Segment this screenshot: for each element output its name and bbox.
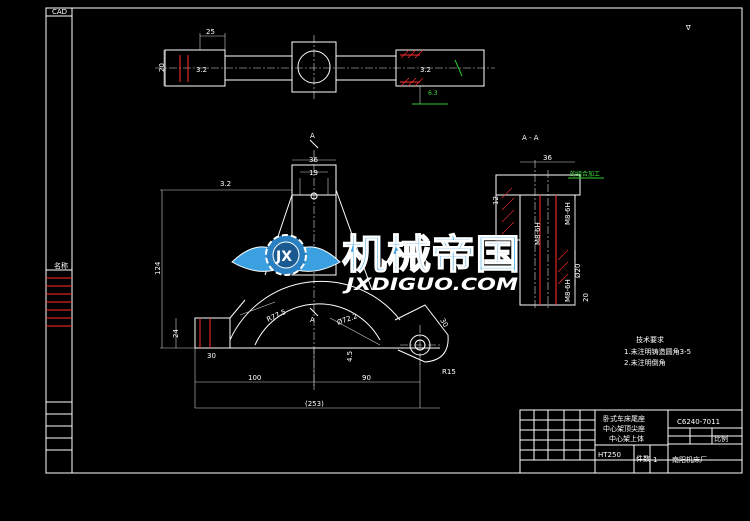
section-mark-top: A: [310, 132, 315, 140]
section-dim-1: 12: [492, 196, 500, 205]
dim-left-boss-width: 30: [207, 352, 216, 360]
left-strip-boxes: [46, 269, 72, 451]
section-dim-5: M8-6H: [564, 279, 572, 302]
material: HT250: [598, 451, 621, 459]
corner-label-box: [45, 7, 73, 17]
corner-label: CAD: [52, 8, 67, 16]
dim-front-top-inner: 19: [309, 169, 318, 177]
logo-letters: JX: [275, 249, 292, 265]
section-dim-3: M8-6H: [534, 222, 542, 245]
section-view-title: A - A: [522, 134, 539, 142]
sheet-label: 比例: [714, 434, 728, 443]
section-view: [495, 160, 604, 310]
watermark-en: JXDIGUO.COM: [342, 275, 518, 295]
section-dim-width: 36: [543, 154, 552, 162]
dim-top-height: 20: [158, 63, 166, 72]
watermark-cn: 机械帝国: [342, 232, 520, 278]
dim-total: (253): [305, 400, 324, 408]
watermark: [231, 234, 341, 276]
dim-left-boss-height: 24: [172, 329, 180, 338]
top-view: [155, 33, 495, 105]
part-name-1: 卧式车床尾座: [603, 414, 645, 423]
company-name: 南阳机床厂: [672, 455, 707, 464]
title-block-lines: [519, 409, 743, 474]
section-dim-2: M8-6H: [564, 202, 572, 225]
dim-bottom-right: 90: [362, 374, 371, 382]
notes-title: 技术要求: [636, 335, 664, 344]
quantity: 1: [653, 456, 657, 464]
dim-bottom-left: 100: [248, 374, 261, 382]
section-dim-6: 20: [582, 293, 590, 302]
roughness-top-left: 3.2: [196, 66, 207, 74]
dim-radius-small: R15: [442, 368, 456, 376]
roughness-corner-symbol: ∇: [685, 24, 691, 32]
dim-radius-big: R77.5: [265, 308, 287, 324]
section-mark-bottom: A: [310, 316, 315, 324]
part-name-2: 中心架顶尖座: [603, 424, 645, 433]
part-name-3: 中心架上体: [609, 434, 644, 443]
callout-top-view: 6.3: [428, 90, 438, 97]
roughness-front: 3.2: [220, 180, 231, 188]
notes-line-2: 2.未注明倒角: [624, 358, 666, 367]
dim-angle-note: 4.5: [346, 351, 354, 362]
dim-top-width: 25: [206, 28, 215, 36]
roughness-top-right: 3.2: [420, 66, 431, 74]
dim-front-height: 124: [154, 261, 162, 275]
drawing-number: C6240-7011: [677, 418, 720, 426]
quantity-label: 件数: [636, 454, 650, 463]
dim-diameter-arc: Ø72.2: [336, 312, 359, 327]
drawing-border: [45, 7, 743, 474]
dim-front-top-width: 36: [309, 156, 318, 164]
side-label: 名称: [54, 261, 68, 270]
dim-small-right: 30: [438, 317, 449, 329]
section-dim-4: Ø20: [574, 264, 582, 278]
notes-line-1: 1.未注明铸造圆角3-5: [624, 347, 691, 356]
section-callout-top: 的组合加工: [570, 170, 600, 178]
